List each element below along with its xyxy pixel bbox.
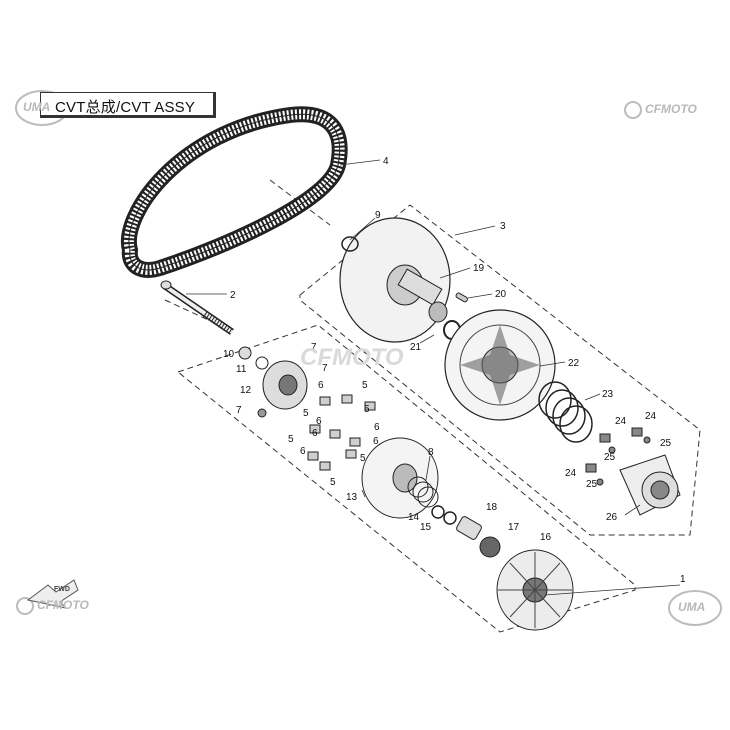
- callout-24b: 24: [645, 411, 657, 422]
- spring: [538, 381, 593, 443]
- callout-13: 13: [346, 492, 358, 503]
- callout-20: 20: [495, 289, 507, 300]
- cfmoto-logo-top-label: CFMOTO: [645, 102, 697, 116]
- callout-10: 10: [223, 349, 235, 360]
- callout-5d: 5: [288, 434, 294, 445]
- assembly-outline: [164, 179, 701, 633]
- driven-sheave: [339, 217, 451, 343]
- cfmoto-logo-bottom-label: CFMOTO: [37, 598, 89, 612]
- callout-24c: 24: [565, 468, 577, 479]
- nut: [238, 346, 252, 360]
- title-frame: [40, 92, 216, 118]
- callout-11: 11: [236, 364, 247, 375]
- callout-7a: 7: [311, 342, 317, 353]
- callout-12: 12: [240, 385, 252, 396]
- callout-6c: 6: [316, 416, 322, 427]
- callout-5a: 5: [362, 380, 368, 391]
- small-fasteners: [585, 427, 651, 486]
- callout-6d: 6: [312, 428, 318, 439]
- drive-belt: [120, 106, 348, 278]
- seal: [479, 536, 501, 558]
- callout-4: 4: [383, 156, 389, 167]
- cfmoto-logo-icon: [16, 101, 642, 615]
- callout-25a: 25: [604, 452, 616, 463]
- callout-6e: 6: [300, 446, 306, 457]
- drive-cover: [262, 360, 308, 410]
- callout-16: 16: [540, 532, 552, 543]
- callout-25c: 25: [586, 479, 598, 490]
- callout-3: 3: [500, 221, 506, 232]
- callout-5c: 5: [303, 408, 309, 419]
- callout-1: 1: [680, 574, 686, 585]
- callout-8: 8: [428, 447, 434, 458]
- callout-26: 26: [606, 512, 618, 523]
- uma-logo-top-label: UMA: [23, 100, 51, 114]
- callout-15: 15: [420, 522, 432, 533]
- callout-17: 17: [508, 522, 520, 533]
- small-nut: [257, 408, 267, 418]
- callout-7b: 7: [322, 363, 328, 374]
- callout-2: 2: [230, 290, 236, 301]
- callout-6f: 6: [373, 436, 379, 447]
- callout-9: 9: [375, 210, 381, 221]
- callout-6a: 6: [318, 380, 324, 391]
- pin: [455, 292, 468, 303]
- callout-7c: 7: [236, 405, 242, 416]
- callout-23: 23: [602, 389, 614, 400]
- leader-lines: [186, 159, 681, 596]
- page-title: CVT总成/CVT ASSY: [55, 99, 196, 116]
- callout-5f: 5: [330, 477, 336, 488]
- callout-6b: 6: [374, 422, 380, 433]
- callout-25b: 25: [660, 438, 672, 449]
- watermark-label: CFMOTO: [300, 344, 404, 371]
- rollers: [307, 394, 376, 471]
- callout-labels: 1 2 3 4 5 5 5 5 5 5 6 6 6 6 6 6 7 7 7 8 …: [223, 156, 686, 585]
- movable-sheave: [361, 437, 439, 519]
- callout-19: 19: [473, 263, 485, 274]
- fwd-arrow-icon: [26, 579, 79, 609]
- fwd-label: FWD: [54, 586, 70, 593]
- callout-21: 21: [410, 342, 422, 353]
- callout-5e: 5: [360, 453, 366, 464]
- o-ring: [341, 236, 359, 252]
- callout-5b: 5: [364, 404, 370, 415]
- callout-24a: 24: [615, 416, 627, 427]
- bushing: [456, 516, 482, 540]
- washers: [431, 505, 457, 525]
- bolt: [160, 280, 234, 335]
- callout-14: 14: [408, 512, 420, 523]
- callout-22: 22: [568, 358, 580, 369]
- callout-18: 18: [486, 502, 498, 513]
- fixed-sheave: [496, 549, 574, 631]
- uma-logo-bottom-label: UMA: [678, 600, 706, 614]
- cover: [619, 454, 681, 516]
- spring-8: [407, 476, 439, 508]
- washer: [255, 356, 269, 370]
- driven-cam: [444, 309, 556, 421]
